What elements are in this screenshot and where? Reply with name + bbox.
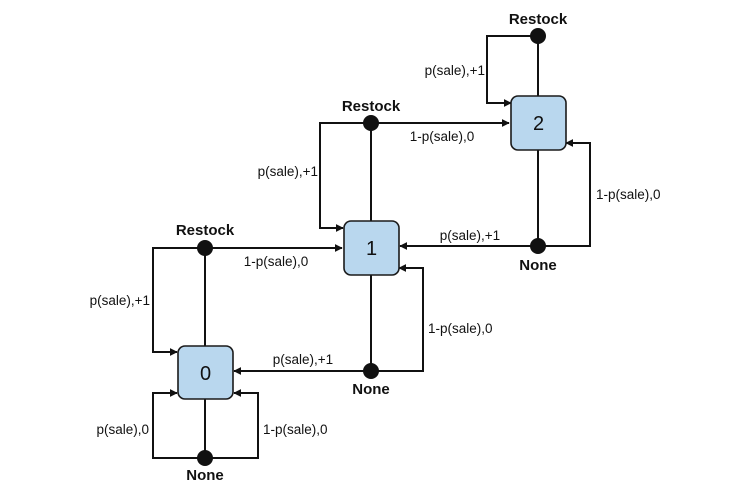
edge-none2-to-s2 bbox=[538, 139, 591, 247]
state-label-0: 0 bbox=[200, 363, 211, 385]
transition-label-restock0-s1: 1-p(sale),0 bbox=[244, 254, 309, 269]
transition-label-none1-s1: 1-p(sale),0 bbox=[428, 321, 493, 336]
transition-label-none0-s0-left: p(sale),0 bbox=[96, 422, 149, 437]
action-dot-restock-0 bbox=[197, 240, 213, 256]
action-dot-restock-1 bbox=[363, 115, 379, 131]
state-node-2: 2 bbox=[510, 95, 567, 151]
action-dot-none-2 bbox=[530, 238, 546, 254]
transition-label-restock2-s2: p(sale),+1 bbox=[425, 63, 485, 78]
action-label-none-1: None bbox=[352, 381, 390, 398]
transition-label-restock0-s0: p(sale),+1 bbox=[90, 293, 150, 308]
edge-none0-to-s0-right bbox=[205, 389, 259, 459]
state-node-1: 1 bbox=[343, 220, 400, 276]
transition-label-none0-s0-right: 1-p(sale),0 bbox=[263, 422, 328, 437]
edge-restock1-to-s1 bbox=[319, 122, 371, 232]
transition-label-none2-s2: 1-p(sale),0 bbox=[596, 187, 661, 202]
state-node-0: 0 bbox=[177, 345, 234, 400]
edge-none0-to-s0-left bbox=[152, 389, 205, 459]
transition-label-restock1-s2: 1-p(sale),0 bbox=[410, 129, 475, 144]
action-label-restock-1: Restock bbox=[342, 98, 401, 115]
action-dot-none-1 bbox=[363, 363, 379, 379]
transition-label-none2-s1: p(sale),+1 bbox=[440, 228, 500, 243]
action-label-restock-0: Restock bbox=[176, 222, 235, 239]
action-dot-restock-2 bbox=[530, 28, 546, 44]
edge-none1-to-s1 bbox=[371, 264, 424, 372]
action-label-none-2: None bbox=[519, 257, 557, 274]
action-label-none-0: None bbox=[186, 467, 224, 484]
action-label-restock-2: Restock bbox=[509, 11, 568, 28]
transition-label-restock1-s1: p(sale),+1 bbox=[258, 164, 318, 179]
edge-restock0-to-s0 bbox=[152, 247, 205, 356]
state-label-2: 2 bbox=[533, 113, 544, 135]
edge-restock2-to-s2 bbox=[486, 35, 538, 107]
action-dot-none-0 bbox=[197, 450, 213, 466]
state-label-1: 1 bbox=[366, 238, 377, 260]
transition-label-none1-s0: p(sale),+1 bbox=[273, 352, 333, 367]
